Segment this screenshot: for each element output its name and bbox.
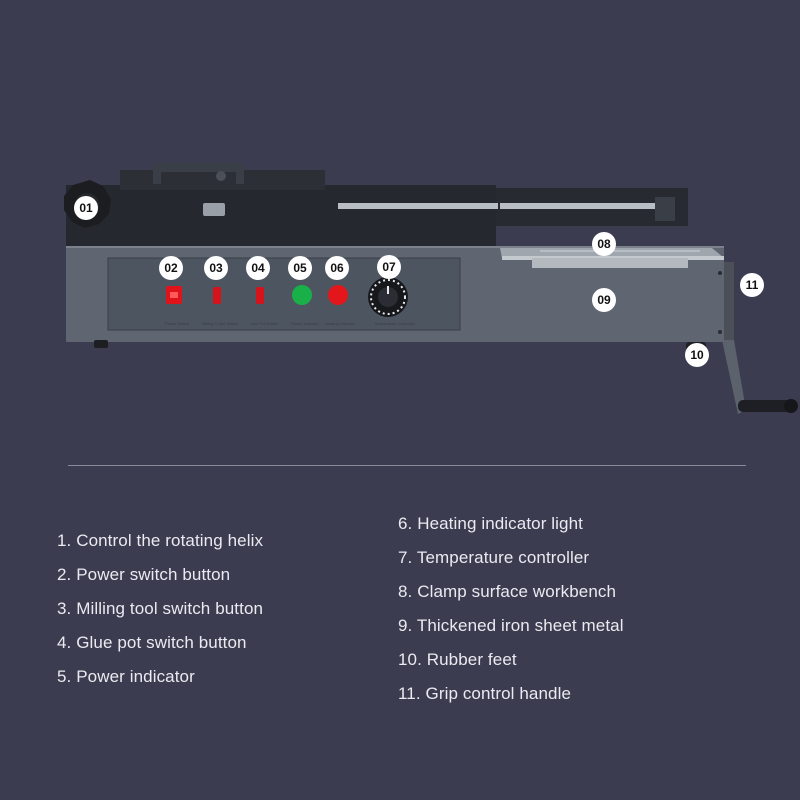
legend-item: 6. Heating indicator light <box>398 514 583 533</box>
legend-left-column: 1. Control the rotating helix 2. Power s… <box>57 524 263 694</box>
power-switch-button[interactable] <box>166 286 182 304</box>
legend-item: 10. Rubber feet <box>398 650 517 669</box>
grip-control-handle[interactable] <box>722 262 798 414</box>
callout-11-label: 11 <box>746 278 759 292</box>
callout-02: 02 <box>159 256 183 280</box>
svg-text:Power Indicator: Power Indicator <box>291 321 319 326</box>
callout-10: 10 <box>685 343 709 367</box>
callout-09: 09 <box>592 288 616 312</box>
callout-06: 06 <box>325 256 349 280</box>
temperature-controller-dial[interactable] <box>368 277 408 317</box>
callout-03-label: 03 <box>209 261 223 275</box>
legend-item: 8. Clamp surface workbench <box>398 582 617 601</box>
legend-item: 2. Power switch button <box>57 565 231 584</box>
callout-06-label: 06 <box>330 261 344 275</box>
svg-text:Glue Pot Switch: Glue Pot Switch <box>250 321 278 326</box>
callout-08: 08 <box>592 232 616 256</box>
callout-01-label: 01 <box>79 201 93 215</box>
legend-item: 3. Milling tool switch button <box>57 599 264 618</box>
callout-09-label: 09 <box>597 293 611 307</box>
top-rail-frame <box>66 163 688 248</box>
callout-02-label: 02 <box>164 261 178 275</box>
callout-10-label: 10 <box>690 348 704 362</box>
legend-item: 9. Thickened iron sheet metal <box>398 616 624 635</box>
callout-05: 05 <box>288 256 312 280</box>
clamp-surface-workbench <box>500 248 724 268</box>
legend-item: 11. Grip control handle <box>398 684 572 703</box>
callout-05-label: 05 <box>293 261 307 275</box>
callout-07-label: 07 <box>382 260 396 274</box>
section-divider <box>68 465 746 466</box>
power-indicator-light <box>292 285 312 305</box>
legend-right-column: 6. Heating indicator light 7. Temperatur… <box>398 507 624 711</box>
glue-pot-switch-button[interactable] <box>256 287 264 304</box>
milling-tool-switch-button[interactable] <box>213 287 221 304</box>
svg-text:Heating Indicator: Heating Indicator <box>325 321 356 326</box>
legend-item: 4. Glue pot switch button <box>57 633 247 652</box>
legend-item: 5. Power indicator <box>57 667 195 686</box>
legend-item: 1. Control the rotating helix <box>57 531 264 550</box>
callout-04: 04 <box>246 256 270 280</box>
callout-11: 11 <box>740 273 764 297</box>
callout-03: 03 <box>204 256 228 280</box>
callout-04-label: 04 <box>251 261 265 275</box>
svg-text:Milling Cutter Switch: Milling Cutter Switch <box>202 321 238 326</box>
callout-01: 01 <box>74 196 98 220</box>
svg-text:Power Switch: Power Switch <box>165 321 189 326</box>
heating-indicator-light <box>328 285 348 305</box>
legend-item: 7. Temperature controller <box>398 548 590 567</box>
callout-07: 07 <box>377 255 401 279</box>
callout-08-label: 08 <box>597 237 611 251</box>
svg-text:Temperature Controller: Temperature Controller <box>374 321 416 326</box>
machine-illustration: Power Switch Milling Cutter Switch Glue … <box>64 163 798 414</box>
